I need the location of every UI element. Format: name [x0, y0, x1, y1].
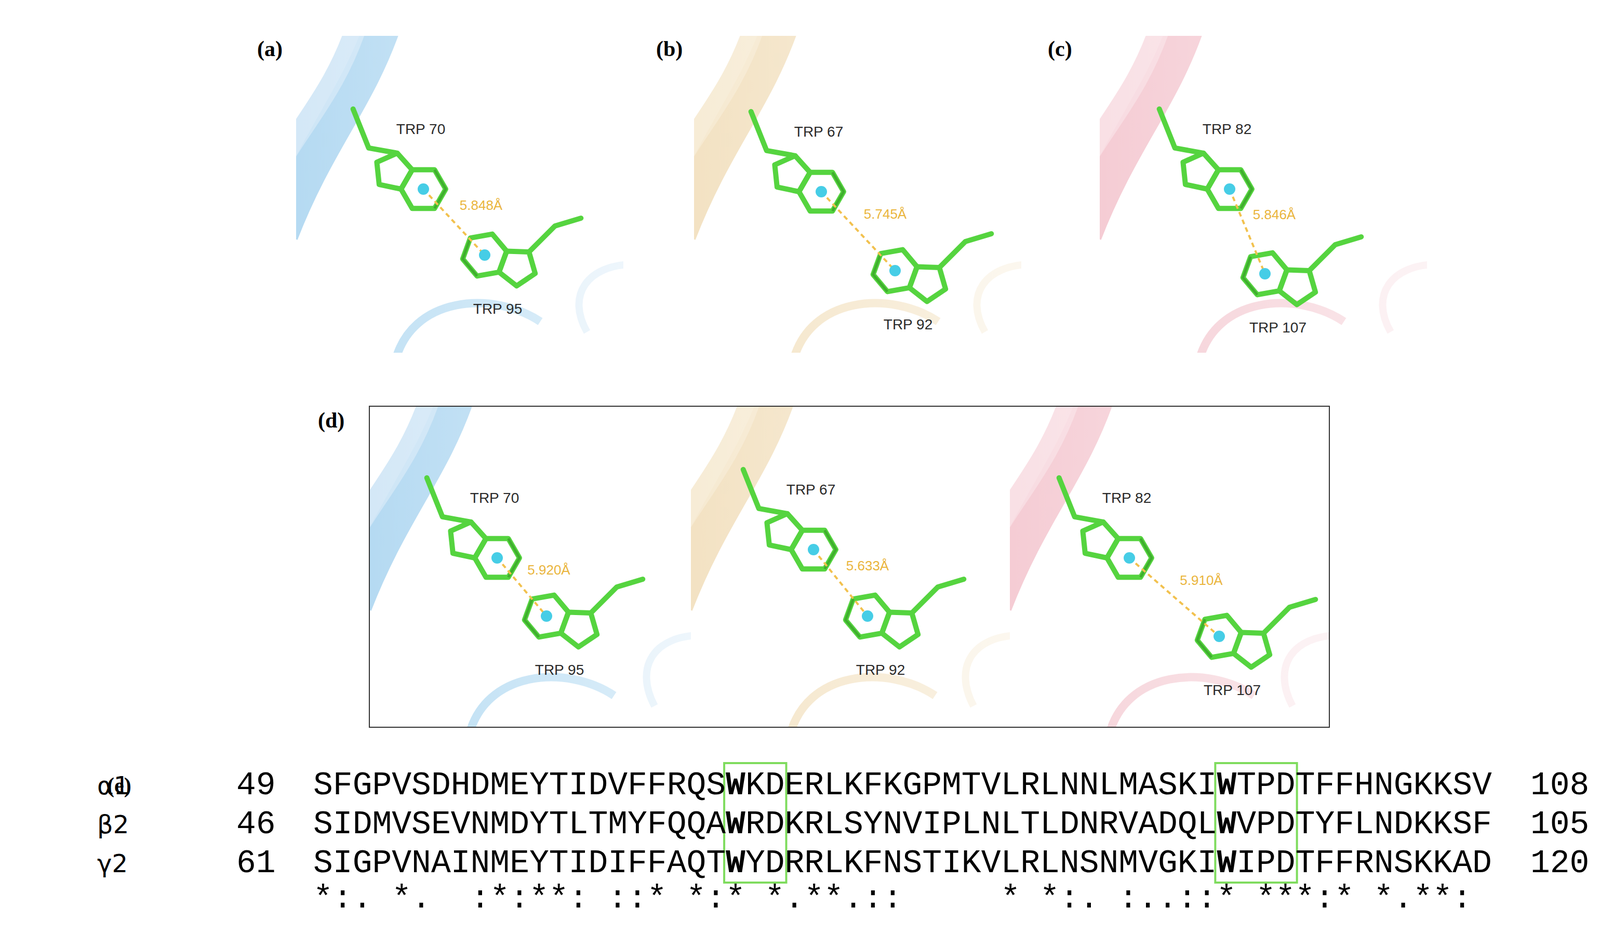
distance-label: 5.920Å [527, 563, 570, 577]
residue-label: TRP 82 [1202, 122, 1252, 137]
distance-label: 5.745Å [863, 207, 907, 221]
distance-label: 5.846Å [1252, 207, 1296, 222]
row-name: γ2 [97, 850, 128, 876]
motif-box [724, 763, 786, 883]
ring-shade [1243, 256, 1258, 295]
centroid-dot [815, 185, 828, 198]
residue-label: TRP 67 [786, 482, 836, 498]
side-chain [427, 477, 472, 523]
fade-overlay [1099, 35, 1428, 353]
pyrrole-ring [774, 155, 810, 192]
pyrrole-ring [882, 612, 919, 648]
distance-line [821, 191, 896, 271]
motif-box [1215, 763, 1297, 883]
centroid-dot [807, 543, 820, 556]
centroid-dot [889, 264, 901, 277]
side-chain [1263, 599, 1316, 634]
fade-overlay [296, 35, 624, 353]
ring-shade [824, 530, 837, 569]
panel-letter: (b) [656, 37, 683, 60]
structure-panel [1009, 406, 1329, 727]
side-chain [751, 111, 796, 156]
side-chain [1159, 109, 1204, 154]
conservation-line: *:. *. :*:**: ::* *:* *.**.:: * *:. :..:… [313, 882, 1473, 916]
residue-label: TRP 107 [1203, 683, 1261, 698]
pyrrole-ring [376, 153, 412, 190]
pyrrole-ring [909, 267, 946, 302]
side-chain [911, 579, 964, 613]
sequence: SFGPVSDHDMEYTIDVFFRQSWKDERLKFKGPMTVLRLNN… [313, 769, 1492, 803]
panel-letter: (d) [317, 409, 345, 432]
centroid-dot [491, 552, 503, 564]
sequence: SIDMVSEVNMDYTLTMYFQQAWRDKRLSYNVIPLNLTLDN… [313, 808, 1492, 842]
residue-label: TRP 107 [1249, 320, 1307, 336]
ring-shade [1241, 169, 1253, 209]
centroid-dot [478, 249, 491, 261]
centroid-dot [1259, 268, 1271, 280]
residue-label: TRP 70 [470, 490, 519, 506]
row-name: α1 [97, 772, 130, 798]
fade-overlay [690, 406, 1010, 727]
pyrrole-ring [450, 522, 486, 558]
side-chain [353, 109, 398, 154]
residue-label: TRP 82 [1102, 490, 1152, 506]
side-chain [1059, 477, 1104, 523]
centroid-dot [540, 610, 553, 622]
residue-label: TRP 67 [794, 124, 844, 140]
start-position: 46 [236, 808, 276, 842]
side-chain [1309, 236, 1362, 271]
centroid-dot [417, 183, 430, 195]
distance-label: 5.848Å [459, 198, 503, 212]
ring-shade [508, 538, 520, 578]
pyrrole-ring [561, 612, 598, 648]
pyrrole-ring [1082, 522, 1118, 558]
panel-letter: (a) [257, 37, 283, 60]
distance-label: 5.910Å [1179, 573, 1223, 588]
pyrrole-ring [1233, 632, 1271, 668]
end-position: 108 [1530, 769, 1590, 803]
pyrrole-ring [766, 513, 803, 550]
panel-d-frame [369, 406, 1330, 728]
fade-overlay [1009, 406, 1329, 727]
side-chain [528, 218, 581, 252]
residue-label: TRP 92 [856, 662, 905, 678]
structure-panel [1099, 35, 1428, 353]
centroid-dot [861, 610, 874, 622]
pyrrole-ring [1279, 270, 1316, 305]
distance-label: 5.633Å [846, 558, 889, 573]
distance-line [1229, 189, 1265, 274]
residue-label: TRP 70 [396, 122, 446, 137]
ring-shade [1197, 619, 1212, 658]
pyrrole-ring [1182, 153, 1219, 190]
fade-overlay [369, 406, 691, 727]
side-chain [939, 233, 992, 268]
centroid-dot [1223, 183, 1236, 195]
sequence: SIGPVNAINMEYTIDIFFAQTWYDRRLKFNSTIKVLRLNS… [313, 847, 1492, 880]
pyrrole-ring [499, 251, 536, 287]
panel-letter: (c) [1047, 37, 1073, 60]
structure-panel [694, 35, 1022, 353]
end-position: 120 [1530, 847, 1590, 880]
residue-label: TRP 95 [473, 301, 523, 317]
distance-line [1129, 557, 1220, 637]
fade-overlay [694, 35, 1022, 353]
centroid-dot [1123, 552, 1136, 564]
residue-label: TRP 92 [883, 317, 933, 332]
ring-shade [1140, 538, 1153, 578]
structure-panel [296, 35, 624, 353]
side-chain [590, 579, 643, 613]
row-name: β2 [97, 811, 129, 837]
residue-label: TRP 95 [535, 662, 584, 678]
end-position: 105 [1530, 808, 1590, 842]
start-position: 49 [236, 769, 276, 803]
centroid-dot [1213, 630, 1225, 643]
side-chain [743, 469, 788, 514]
start-position: 61 [236, 847, 276, 880]
